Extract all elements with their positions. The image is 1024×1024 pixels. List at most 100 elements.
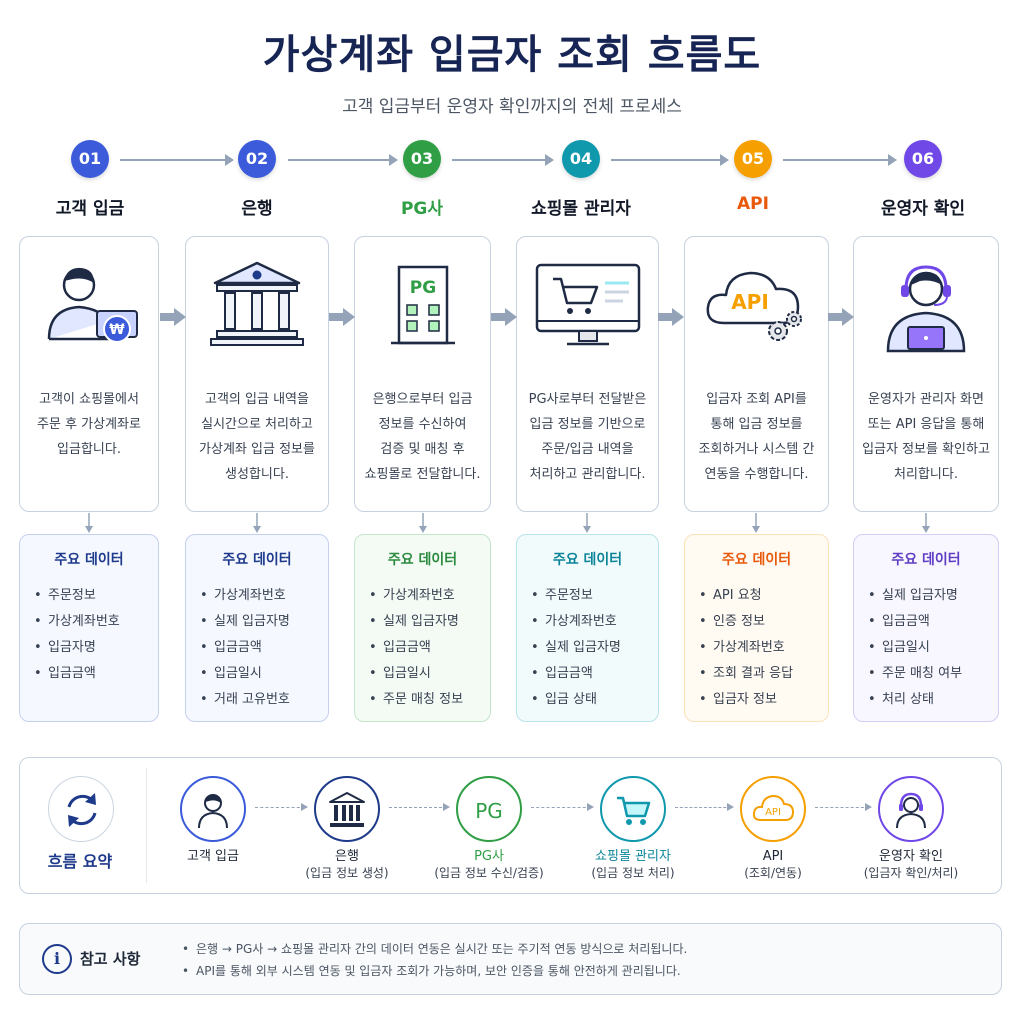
pg-node-text: PG	[475, 799, 503, 823]
data-item: 입금금액	[34, 661, 158, 687]
step-name: PG사	[400, 199, 444, 219]
summary-node-sub: (입금 정보 생성)	[305, 866, 389, 880]
page-subtitle: 고객 입금부터 운영자 확인까지의 전체 프로세스	[342, 97, 682, 117]
data-box-2: 주요 데이터 가상계좌번호 실제 입금자명 입금금액 입금일시 거래 고유번호	[185, 534, 329, 722]
step-card-4: PG사로부터 전달받은 입금 정보를 기반으로 주문/입금 내역을 처리하고 관…	[516, 236, 659, 512]
data-item: 주문정보	[34, 583, 158, 609]
data-item: 입금금액	[868, 609, 998, 635]
data-item: 조회 결과 응답	[699, 661, 828, 687]
data-item: 실제 입금자명	[200, 609, 328, 635]
step-card-5: API 입금자 조회 API를 통해 입금 정보를 조회하거나 시스템 간 연동…	[684, 236, 829, 512]
summary-node-sub: (입금 정보 처리)	[591, 866, 675, 880]
down-arrow	[253, 513, 261, 533]
summary-node-customer	[180, 776, 246, 842]
step-number-badge: 06	[904, 140, 942, 178]
summary-arrow	[255, 803, 308, 811]
summary-node-label: 쇼핑몰 관리자 (입금 정보 처리)	[563, 848, 703, 882]
data-item: 주문 매칭 정보	[369, 687, 490, 713]
step-number-badge: 05	[734, 140, 772, 178]
step-number-badge: 03	[403, 140, 441, 178]
summary-node-sub: (조회/연동)	[744, 866, 802, 880]
step-description: 고객의 입금 내역을 실시간으로 처리하고 가상계좌 입금 정보를 생성합니다.	[199, 392, 315, 482]
summary-node-sub: (입금 정보 수신/검증)	[434, 866, 544, 880]
data-box-title: 주요 데이터	[222, 552, 292, 568]
data-item: 입금금액	[531, 661, 658, 687]
down-arrow	[752, 513, 760, 533]
step-description: 운영자가 관리자 화면 또는 API 응답을 통해 입금자 정보를 확인하고 처…	[862, 392, 990, 482]
data-item: 입금자명	[34, 635, 158, 661]
step-header-4: 04 쇼핑몰 관리자	[511, 140, 651, 219]
data-box-1: 주요 데이터 주문정보 가상계좌번호 입금자명 입금금액	[19, 534, 159, 722]
summary-node-bank	[314, 776, 380, 842]
notes-panel: i 참고 사항 은행 → PG사 → 쇼핑몰 관리자 간의 데이터 연동은 실시…	[19, 923, 1002, 995]
down-arrow	[922, 513, 930, 533]
person-icon	[198, 794, 228, 829]
step-card-3: PG 은행으로부터 입금 정보를 수신하여 검증 및 매칭 후 쇼핑몰로 전달합…	[354, 236, 491, 512]
data-list: 가상계좌번호 실제 입금자명 입금금액 입금일시 주문 매칭 정보	[369, 583, 490, 713]
summary-arrow	[531, 803, 594, 811]
summary-node-main: API	[762, 849, 784, 864]
bank-icon	[329, 792, 365, 827]
step-card-2: 고객의 입금 내역을 실시간으로 처리하고 가상계좌 입금 정보를 생성합니다.	[185, 236, 329, 512]
data-item: 인증 정보	[699, 609, 828, 635]
operator-headset-icon	[854, 259, 998, 369]
cart-icon	[617, 796, 651, 825]
step-description: 입금자 조회 API를 통해 입금 정보를 조회하거나 시스템 간 연동을 수행…	[698, 392, 815, 482]
data-item: 입금일시	[868, 635, 998, 661]
data-item: 실제 입금자명	[369, 609, 490, 635]
pg-building-icon: PG	[355, 259, 490, 369]
api-node-text: API	[765, 807, 781, 818]
data-item: 입금 상태	[531, 687, 658, 713]
data-item: 가상계좌번호	[531, 609, 658, 635]
data-item: 가상계좌번호	[200, 583, 328, 609]
step-header-5: 05 API	[683, 140, 823, 214]
data-box-title: 주요 데이터	[552, 552, 623, 568]
api-cloud-icon: API	[685, 259, 828, 369]
summary-node-operator	[878, 776, 944, 842]
summary-node-api: API	[740, 776, 806, 842]
summary-node-main: 고객 입금	[187, 849, 239, 864]
summary-node-sub: (입금자 확인/처리)	[863, 866, 959, 880]
step-description: 고객이 쇼핑몰에서 주문 후 가상계좌로 입금합니다.	[37, 392, 141, 457]
data-item: 실제 입금자명	[868, 583, 998, 609]
summary-title: 흐름 요약	[47, 852, 113, 871]
data-box-title: 주요 데이터	[387, 552, 458, 568]
step-name: API	[737, 194, 769, 214]
data-item: 거래 고유번호	[200, 687, 328, 713]
summary-node-main: 은행	[335, 849, 359, 864]
summary-node-main: 운영자 확인	[879, 849, 943, 864]
card-arrow	[828, 308, 854, 326]
notes-list: 은행 → PG사 → 쇼핑몰 관리자 간의 데이터 연동은 실시간 또는 주기적…	[182, 938, 687, 982]
data-item: 가상계좌번호	[369, 583, 490, 609]
step-description: 은행으로부터 입금 정보를 수신하여 검증 및 매칭 후 쇼핑몰로 전달합니다.	[364, 392, 481, 482]
step-arrow	[120, 154, 234, 166]
info-icon: i	[42, 944, 72, 974]
page-title: 가상계좌 입금자 조회 흐름도	[262, 32, 762, 78]
svg-text:₩: ₩	[109, 322, 125, 338]
summary-node-label: 은행 (입금 정보 생성)	[277, 848, 417, 882]
down-arrow	[583, 513, 591, 533]
shopping-monitor-icon	[517, 259, 658, 369]
summary-node-label: PG사 (입금 정보 수신/검증)	[419, 848, 559, 882]
summary-divider	[146, 768, 147, 883]
note-item: API를 통해 외부 시스템 연동 및 입금자 조회가 가능하며, 보안 인증을…	[182, 960, 687, 982]
headset-icon	[896, 792, 926, 829]
data-item: 가상계좌번호	[699, 635, 828, 661]
data-item: 주문 매칭 여부	[868, 661, 998, 687]
data-list: 가상계좌번호 실제 입금자명 입금금액 입금일시 거래 고유번호	[200, 583, 328, 713]
notes-title: 참고 사항	[80, 950, 141, 968]
step-number-badge: 04	[562, 140, 600, 178]
step-name: 은행	[241, 199, 273, 219]
data-list: 주문정보 가상계좌번호 실제 입금자명 입금금액 입금 상태	[531, 583, 658, 713]
summary-node-label: 고객 입금	[143, 848, 283, 865]
step-arrow	[611, 154, 729, 166]
data-box-3: 주요 데이터 가상계좌번호 실제 입금자명 입금금액 입금일시 주문 매칭 정보	[354, 534, 491, 722]
summary-arrow	[389, 803, 450, 811]
step-description: PG사로부터 전달받은 입금 정보를 기반으로 주문/입금 내역을 처리하고 관…	[528, 392, 647, 482]
card-arrow	[658, 308, 684, 326]
step-number-badge: 02	[238, 140, 276, 178]
card-arrow	[329, 308, 355, 326]
refresh-icon	[48, 776, 114, 842]
data-box-5: 주요 데이터 API 요청 인증 정보 가상계좌번호 조회 결과 응답 입금자 …	[684, 534, 829, 722]
data-item: 실제 입금자명	[531, 635, 658, 661]
